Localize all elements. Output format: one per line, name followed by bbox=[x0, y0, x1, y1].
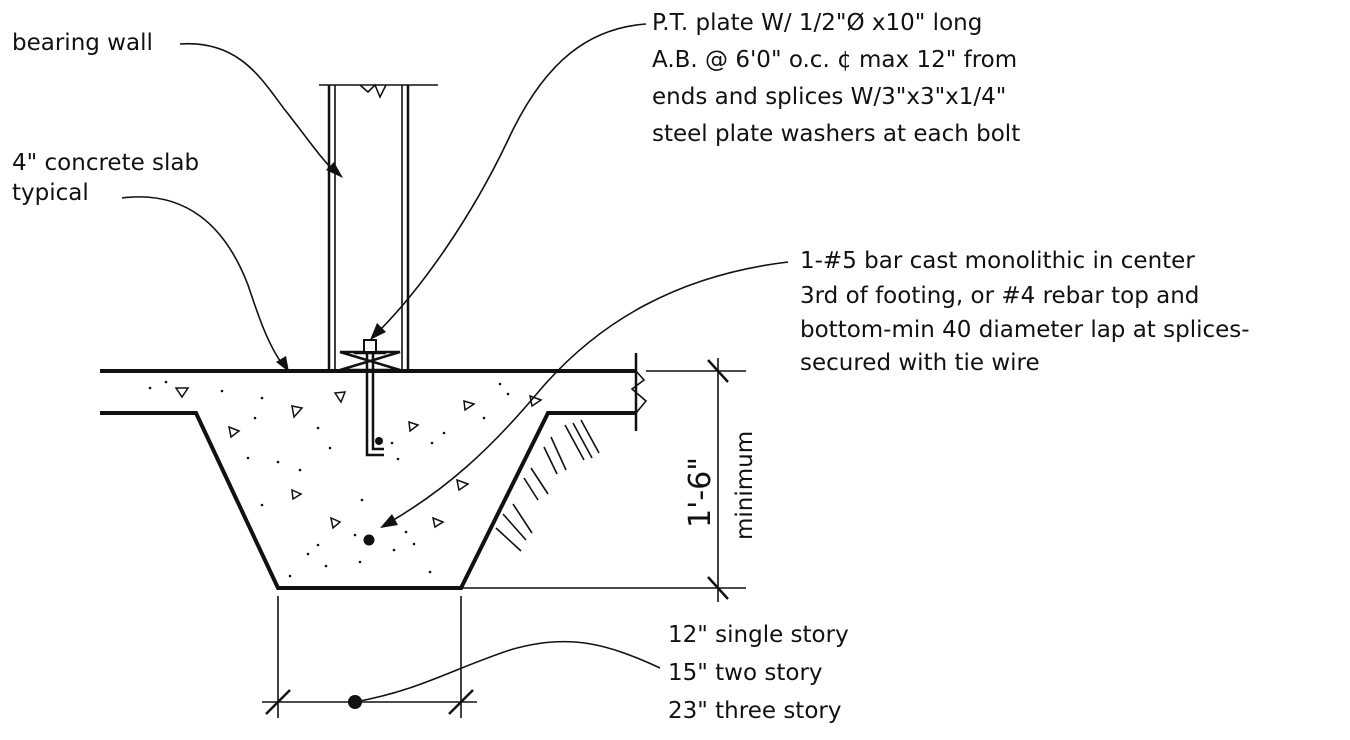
leader-lines bbox=[121, 23, 789, 709]
label-depth-dimension: 1'-6" bbox=[683, 457, 718, 528]
bolt-nut bbox=[363, 339, 377, 353]
wall-break-symbol bbox=[359, 83, 387, 99]
label-plate-line1: P.T. plate W/ 1/2"Ø x10" long bbox=[652, 10, 982, 36]
depth-tick-top bbox=[707, 359, 729, 383]
label-bar-line1: 1-#5 bar cast monolithic in center bbox=[800, 248, 1195, 274]
concrete-hatch bbox=[174, 387, 543, 530]
width-tick-left bbox=[265, 689, 291, 715]
label-width-two: 15" two story bbox=[668, 660, 823, 686]
anchor-bolt-rebar-dot bbox=[375, 437, 383, 445]
depth-tick-bottom bbox=[707, 576, 729, 600]
label-slab-line1: 4" concrete slab bbox=[12, 150, 199, 176]
leader-slab bbox=[121, 196, 284, 366]
concrete-dots bbox=[148, 380, 510, 578]
label-depth-minimum: minimum bbox=[732, 431, 758, 540]
depth-dimension bbox=[462, 358, 746, 602]
slab-footing-outline bbox=[100, 353, 648, 590]
rebar-dot bbox=[363, 534, 375, 546]
label-width-single: 12" single story bbox=[668, 622, 849, 648]
label-width-three: 23" three story bbox=[668, 698, 841, 724]
leader-rebar bbox=[389, 261, 789, 523]
bearing-wall bbox=[319, 83, 438, 370]
leader-plate bbox=[377, 23, 647, 333]
label-bearing-wall: bearing wall bbox=[12, 30, 153, 56]
leader-width-note bbox=[354, 640, 661, 703]
label-bar-line4: secured with tie wire bbox=[800, 350, 1040, 376]
arrowhead-rebar bbox=[380, 514, 398, 528]
label-plate-line3: ends and splices W/3"x3"x1/4" bbox=[652, 84, 1006, 110]
pt-plate-symbol bbox=[339, 350, 401, 372]
label-plate-line4: steel plate washers at each bolt bbox=[652, 121, 1020, 147]
leader-bearing-wall bbox=[179, 43, 336, 173]
label-plate-line2: A.B. @ 6'0" o.c. ¢ max 12" from bbox=[652, 47, 1017, 73]
arrowhead-plate bbox=[370, 323, 386, 340]
width-dimension bbox=[262, 596, 477, 718]
label-bar-line2: 3rd of footing, or #4 rebar top and bbox=[800, 283, 1199, 309]
arrowhead-slab bbox=[276, 356, 289, 372]
label-slab-line2: typical bbox=[12, 180, 89, 206]
slab-break-line bbox=[630, 370, 648, 414]
sill-plate-anchor-bolt bbox=[339, 339, 401, 457]
label-bar-line3: bottom-min 40 diameter lap at splices- bbox=[800, 317, 1250, 343]
earth-hatch bbox=[495, 419, 600, 552]
width-tick-right bbox=[448, 689, 474, 715]
footing-outline bbox=[100, 411, 636, 590]
anchor-bolt bbox=[365, 352, 384, 457]
